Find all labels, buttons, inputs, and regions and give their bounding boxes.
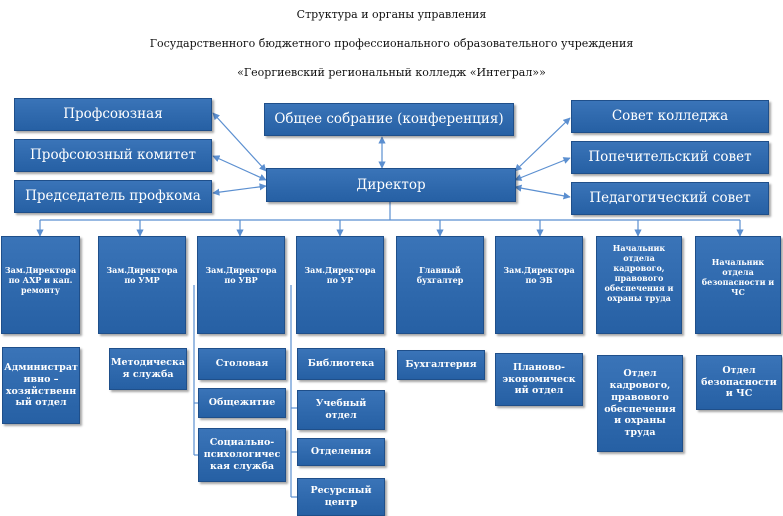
title-line-1: Структура и органы управления [296,8,487,21]
title-line-3: «Георгиевский региональный колледж «Инте… [237,66,546,79]
pedagogical-council-box: Педагогический совет [571,182,769,215]
general-meeting-box: Общее собрание (конференция) [264,103,514,136]
unit-departments: Отделения [297,438,385,466]
unit-security: Отдел безопасности и ЧС [696,355,782,410]
unit-methodical-service: Методическа я служба [109,348,187,390]
head-umr: Зам.Директора по УМР [98,236,186,334]
unit-psych-service: Социально-психологичес кая служба [198,428,286,482]
head-hr-dept: Начальник отдела кадрового, правового об… [596,236,682,334]
trade-union-box: Профсоюзная [14,98,212,131]
unit-hr-legal: Отдел кадрового, правового обеспечения и… [597,355,683,452]
board-of-trustees-box: Попечительский совет [571,141,769,174]
college-council-box: Совет колледжа [571,100,769,133]
unit-library: Библиотека [297,348,385,380]
director-box: Директор [266,168,516,202]
title-line-2: Государственного бюджетного профессионал… [149,37,634,50]
unit-dormitory: Общежитие [198,388,286,418]
head-ur: Зам.Директора по УР [296,236,384,334]
unit-resource-center: Ресурсный центр [297,478,385,516]
head-ev: Зам.Директора по ЭВ [495,236,583,334]
unit-planning-economic: Планово-экономическ ий отдел [495,353,583,406]
head-security-dept: Начальник отдела безопасности и ЧС [695,236,781,334]
trade-union-committee-box: Профсоюзный комитет [14,139,212,172]
unit-admin-economic: Администрат ивно – хозяйственн ый отдел [2,347,80,424]
head-ahr: Зам.Директора по АХР и кап. ремонту [1,236,80,334]
unit-accounting: Бухгалтерия [397,350,485,380]
head-chief-accountant: Главный бухгалтер [396,236,484,334]
union-chairman-box: Председатель профкома [14,180,212,213]
head-uvr: Зам.Директора по УВР [197,236,285,334]
unit-training-office: Учебный отдел [297,390,385,430]
unit-canteen: Столовая [198,348,286,380]
